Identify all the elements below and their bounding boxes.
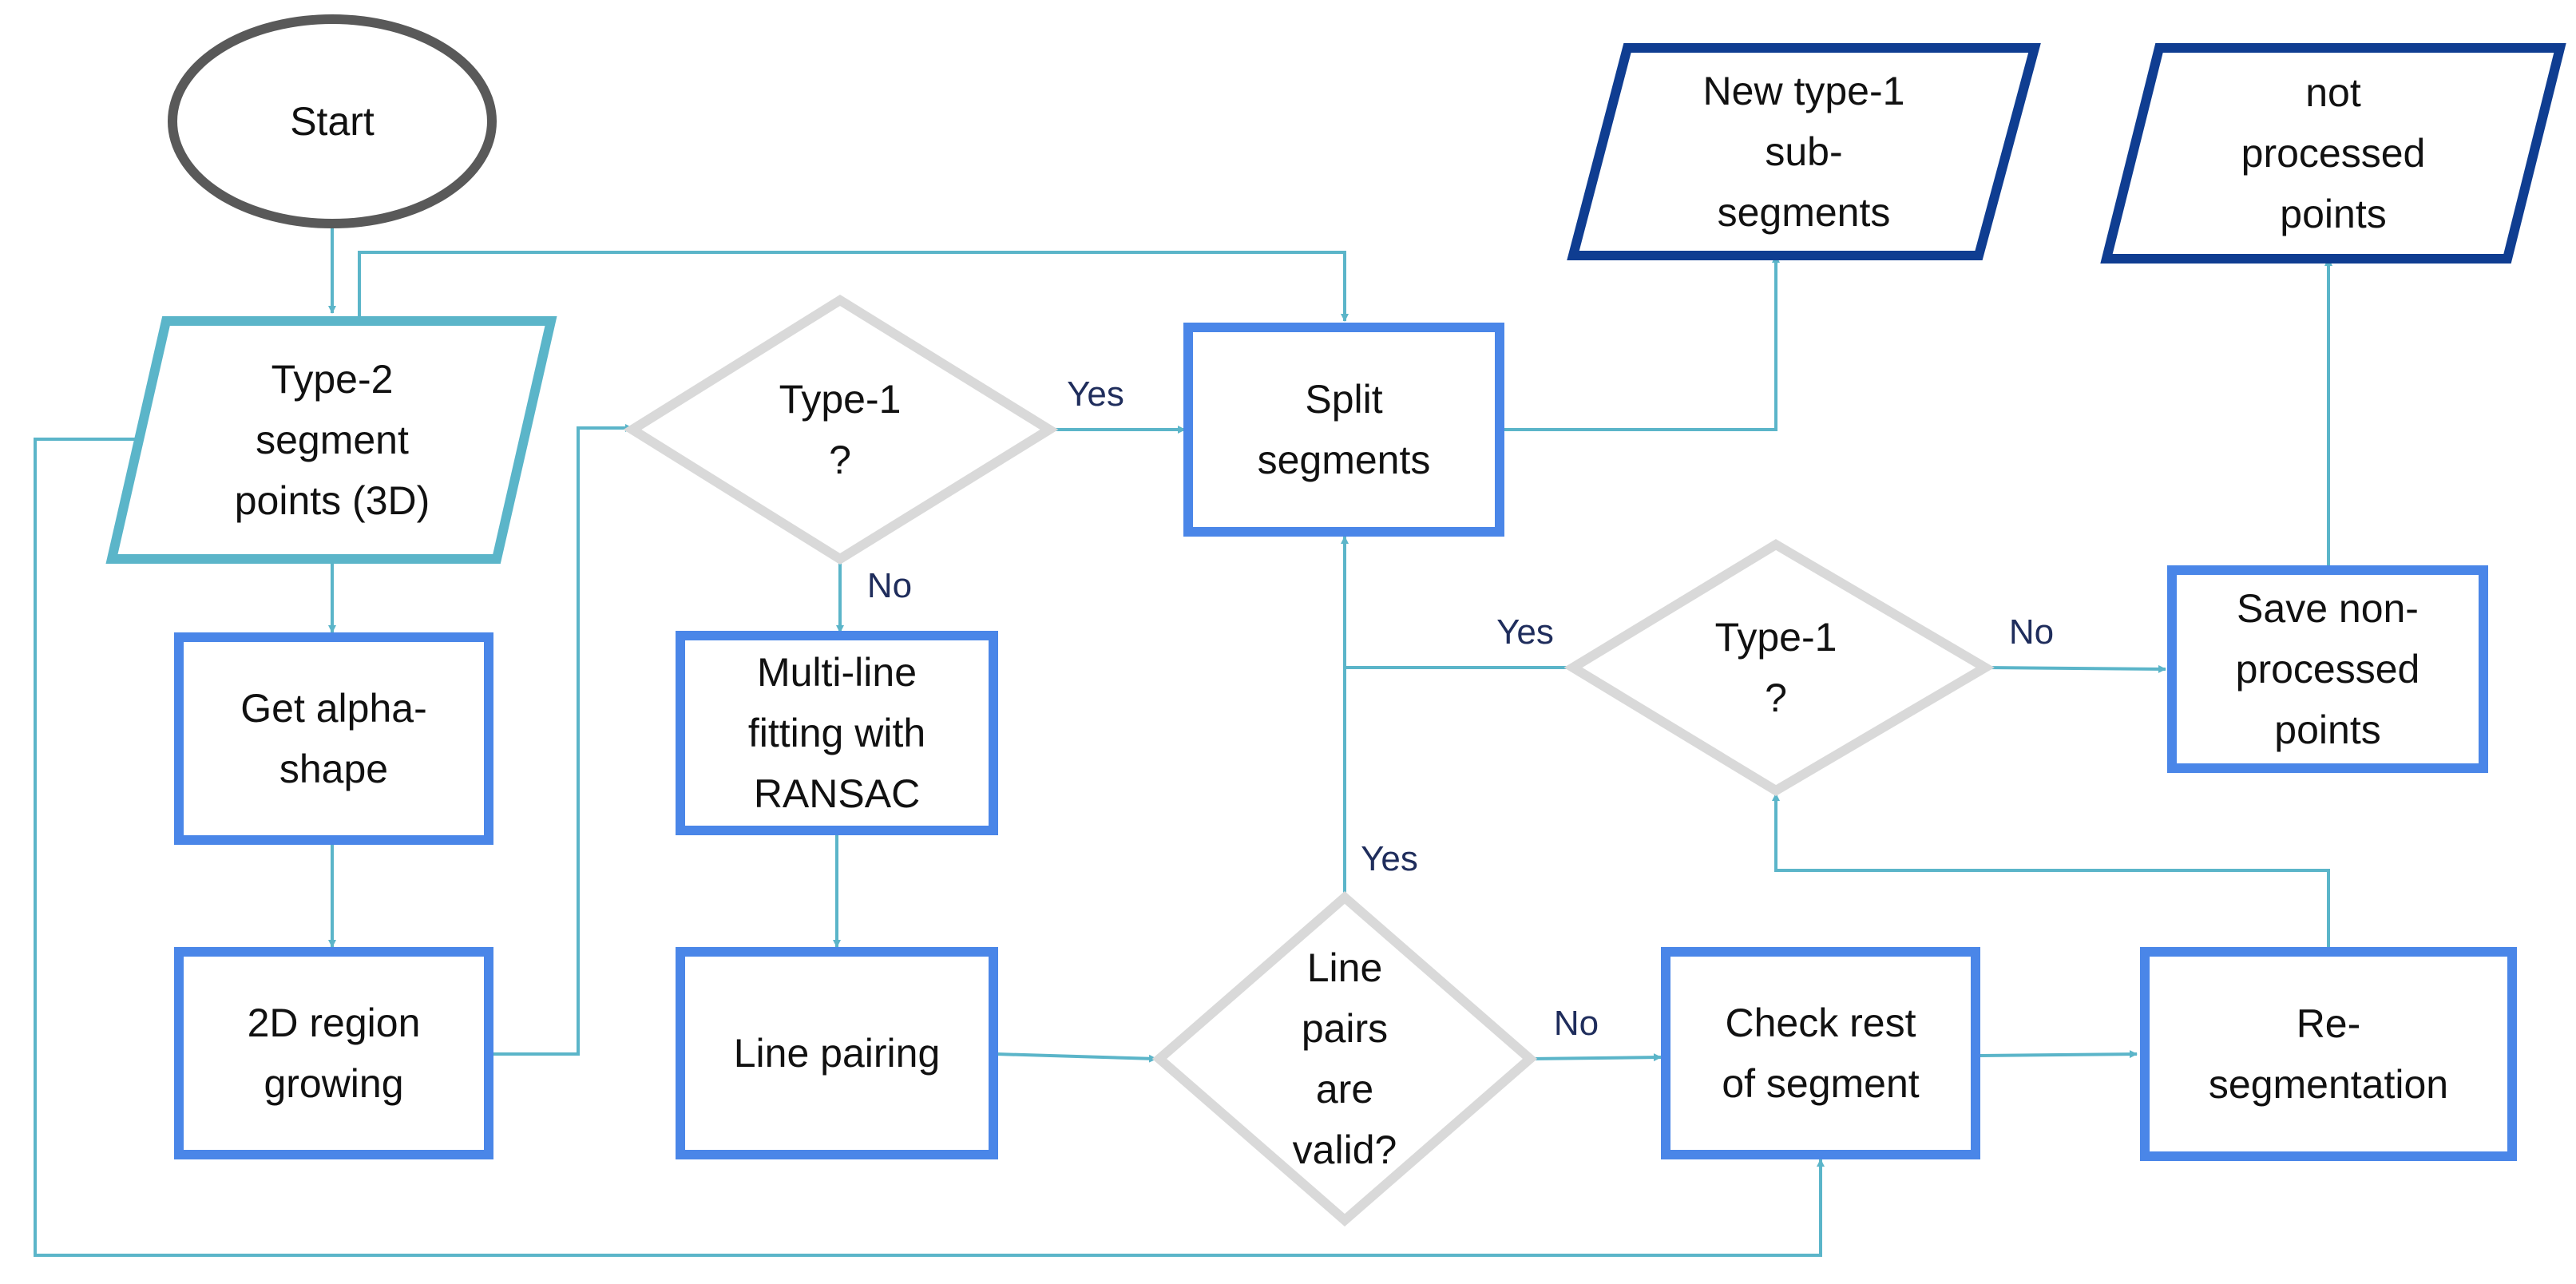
node-text-line: processed — [2236, 647, 2420, 692]
node-text-line: segment — [256, 418, 409, 462]
node-text-line: Type-1 — [1715, 615, 1837, 660]
node-text-line: Start — [290, 99, 375, 144]
node-text-line: fitting with — [748, 711, 925, 755]
edge-split-to-new-type1 — [1503, 255, 1780, 431]
node-text-line: of segment — [1722, 1061, 1919, 1106]
node-text-line: not — [2305, 70, 2361, 115]
node-text-line: processed — [2241, 131, 2426, 176]
ransac-box — [676, 631, 998, 835]
region-growing-label: 2D region growing — [248, 1001, 421, 1106]
start-terminal — [168, 14, 497, 228]
decision-type1-right — [1563, 539, 1995, 796]
alpha-shape-label: Get alpha-shape — [240, 686, 426, 791]
alpha-shape-box — [174, 632, 493, 845]
node-text-line: segmentation — [2209, 1062, 2448, 1107]
node-text-line: New type-1 — [1703, 69, 1905, 113]
new-type1-label: New type-1 sub-segments — [1703, 69, 1905, 235]
check-rest-box — [1661, 947, 1980, 1159]
new-type1-output — [1567, 43, 2041, 260]
node-text-line: growing — [264, 1061, 403, 1106]
line-pairing-label: Line pairing — [734, 1031, 941, 1076]
line-pairing-box — [676, 947, 998, 1159]
node-text-line: Line pairing — [734, 1031, 941, 1076]
node-text-line: sub- — [1765, 129, 1842, 174]
edge-label-yes-pairs: Yes — [1361, 839, 1418, 878]
node-text-line: valid? — [1293, 1127, 1397, 1172]
edge-label-no-pairs: No — [1554, 1004, 1599, 1043]
edge-region-to-decision-top — [489, 424, 633, 1056]
node-text-line: Save non- — [2237, 586, 2419, 631]
node-text-line: Type-1 — [779, 377, 902, 422]
node-text-line: Multi-line — [757, 650, 917, 695]
check-rest-label: Check rest of segment — [1722, 1001, 1919, 1106]
edge-resegmentation-to-decision-right — [1772, 793, 2330, 947]
start-label: Start — [290, 99, 375, 144]
edge-pairing-to-decision-pairs — [996, 1052, 1157, 1063]
node-text-line: 2D region — [248, 1001, 421, 1045]
edge-type2-to-check-rest — [34, 438, 1825, 1257]
node-text-line: points (3D) — [235, 478, 430, 523]
node-text-line: RANSAC — [754, 771, 920, 816]
split-segments-label: Split segments — [1258, 377, 1431, 482]
edge-label-no-top: No — [867, 566, 912, 605]
decision-type1-right-label: Type-1? — [1715, 615, 1837, 720]
edge-type2-to-split — [358, 251, 1349, 322]
node-text-line: Re- — [2297, 1001, 2361, 1046]
node-text-line: ? — [829, 438, 851, 482]
decision-type1-top-label: Type-1? — [779, 377, 902, 482]
decision-line-pairs-label: Line pairs are valid? — [1293, 945, 1397, 1172]
region-growing-box — [174, 947, 493, 1159]
edge-decision-right-to-save — [1984, 664, 2166, 673]
type2-points-label: Type-2 segment points (3D) — [235, 357, 430, 523]
resegmentation-box — [2140, 947, 2517, 1161]
node-text-line: Get alpha- — [240, 686, 426, 731]
edge-label-yes-right: Yes — [1496, 612, 1554, 652]
node-text-line: points — [2280, 192, 2386, 236]
node-text-line: shape — [279, 747, 388, 791]
split-segments-box — [1183, 323, 1504, 537]
not-processed-output — [2100, 43, 2566, 264]
node-text-line: segments — [1718, 190, 1891, 235]
node-text-line: segments — [1258, 438, 1431, 482]
edge-label-yes-top: Yes — [1067, 374, 1124, 414]
type2-points-input — [105, 316, 557, 564]
resegmentation-label: Re-segmentation — [2209, 1001, 2448, 1107]
node-text-line: pairs — [1302, 1006, 1388, 1051]
node-text-line: Check rest — [1726, 1001, 1916, 1045]
node-text-line: are — [1316, 1067, 1373, 1112]
edge-label-no-right: No — [2009, 612, 2054, 652]
decision-type1-top — [623, 294, 1059, 565]
save-nonprocessed-label: Save non-processed points — [2236, 586, 2420, 752]
node-text-line: points — [2274, 707, 2380, 752]
save-nonprocessed-box — [2167, 565, 2488, 773]
node-text-line: Line — [1307, 945, 1383, 990]
not-processed-label: not processed points — [2241, 70, 2426, 236]
node-text-line: ? — [1765, 676, 1787, 720]
node-text-line: Split — [1305, 377, 1382, 422]
decision-line-pairs — [1151, 891, 1538, 1227]
node-text-line: Type-2 — [271, 357, 394, 402]
edge-check-rest-to-resegmentation — [1980, 1050, 2138, 1059]
edge-decision-pairs-to-check-rest — [1529, 1053, 1662, 1062]
